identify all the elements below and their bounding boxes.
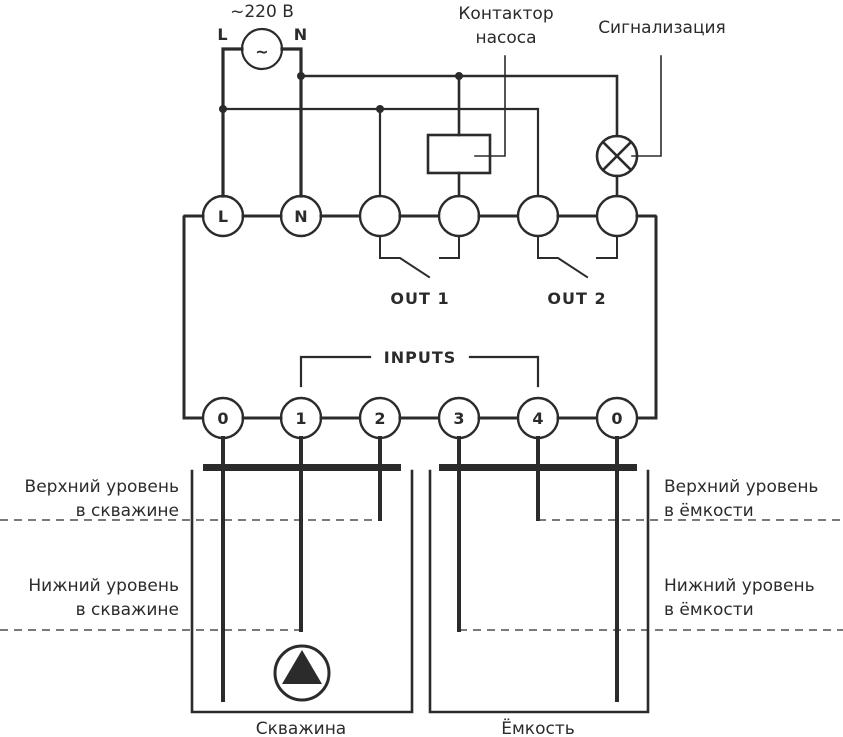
alarm-leader [631,55,662,157]
junction-dot [219,105,227,113]
tank-upper-label-line1: Верхний уровень [664,477,818,497]
pump-icon [273,644,331,702]
svg-text:0: 0 [611,409,622,428]
wire-neutral [280,47,303,198]
ac-source-icon: ~ [240,27,284,71]
contactor-label-line2: насоса [475,28,536,48]
svg-text:2: 2 [374,409,385,428]
well-lower-label-line2: в скважине [76,600,179,620]
terminal-out1-no [437,194,481,238]
out1-label: OUT 1 [390,289,449,308]
tank-lower-label-line2: в ёмкости [664,600,754,620]
terminal-out2-common [516,194,560,238]
alarm-label: Сигнализация [598,18,726,38]
svg-text:N: N [294,207,307,226]
supply-voltage-label: ~220 В [230,2,294,22]
wire-phase-bus [221,107,540,198]
wire-neutral-bus [299,74,619,138]
well-vessel [190,469,414,714]
supply-phase-label: L [217,25,228,44]
inputs-label: INPUTS [384,348,457,367]
tank-vessel [428,469,650,714]
terminal-out1-common [358,194,402,238]
tank-lower-label-line1: Нижний уровень [664,576,815,596]
input-terminal-1: 1 [279,396,323,440]
well-upper-label-line2: в скважине [76,501,179,521]
terminal-L: L [201,194,245,238]
lamp-icon [595,134,639,178]
well-lower-label-line1: Нижний уровень [28,576,179,596]
input-terminal-4: 4 [516,396,560,440]
supply-neutral-label: N [294,25,308,44]
relay-contact-out1 [379,235,460,279]
input-terminal-3: 3 [437,396,481,440]
wire-phase [221,47,244,198]
relay-contact-out2 [537,235,618,279]
terminal-N: N [279,194,323,238]
inputs-bracket-left [299,355,372,388]
input-terminal-0-tank: 0 [595,396,639,440]
svg-text:0: 0 [217,409,228,428]
svg-text:~: ~ [255,42,268,61]
well-upper-label-line1: Верхний уровень [25,477,179,497]
junction-dot [376,105,384,113]
out2-label: OUT 2 [547,289,606,308]
inputs-bracket-right [468,355,540,388]
contactor-leader [474,55,506,157]
input-terminal-2: 2 [358,396,402,440]
svg-text:L: L [218,207,228,226]
tank-upper-label-line2: в ёмкости [664,501,754,521]
junction-dot [297,72,305,80]
terminal-out2-no [595,194,639,238]
junction-dot [455,72,463,80]
input-terminal-0-well: 0 [201,396,245,440]
relay-coil-icon [426,133,492,175]
tank-label: Ёмкость [501,718,575,737]
controller-enclosure [182,214,658,420]
svg-text:4: 4 [532,409,543,428]
svg-text:3: 3 [453,409,464,428]
well-label: Скважина [256,719,346,737]
svg-text:1: 1 [295,409,306,428]
contactor-label-line1: Контактор [458,4,553,24]
